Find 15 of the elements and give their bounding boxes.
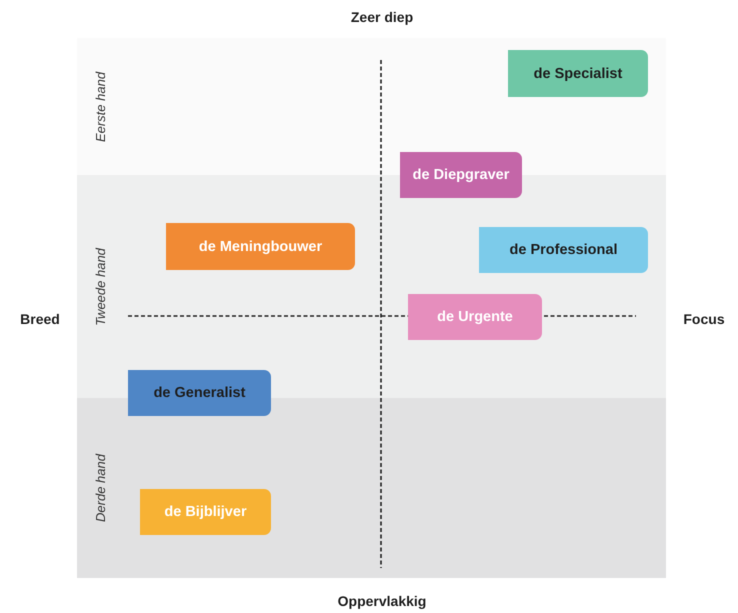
persona-tag: de Meningbouwer <box>166 223 355 270</box>
axis-label: Breed <box>20 311 60 327</box>
band-background <box>77 398 666 578</box>
persona-tag: de Specialist <box>508 50 648 97</box>
axis-label: Zeer diep <box>350 9 414 25</box>
persona-tag: de Generalist <box>128 370 271 416</box>
axis-label: Focus <box>683 311 725 327</box>
band-label: Tweede hand <box>93 248 108 326</box>
band-label: Eerste hand <box>93 71 108 142</box>
axis-label: Oppervlakkig <box>338 593 426 609</box>
persona-tag: de Bijblijver <box>140 489 271 535</box>
persona-tag: de Diepgraver <box>400 152 522 198</box>
band-label: Derde hand <box>93 454 108 522</box>
persona-tag: de Professional <box>479 227 648 273</box>
persona-tag: de Urgente <box>408 294 542 340</box>
